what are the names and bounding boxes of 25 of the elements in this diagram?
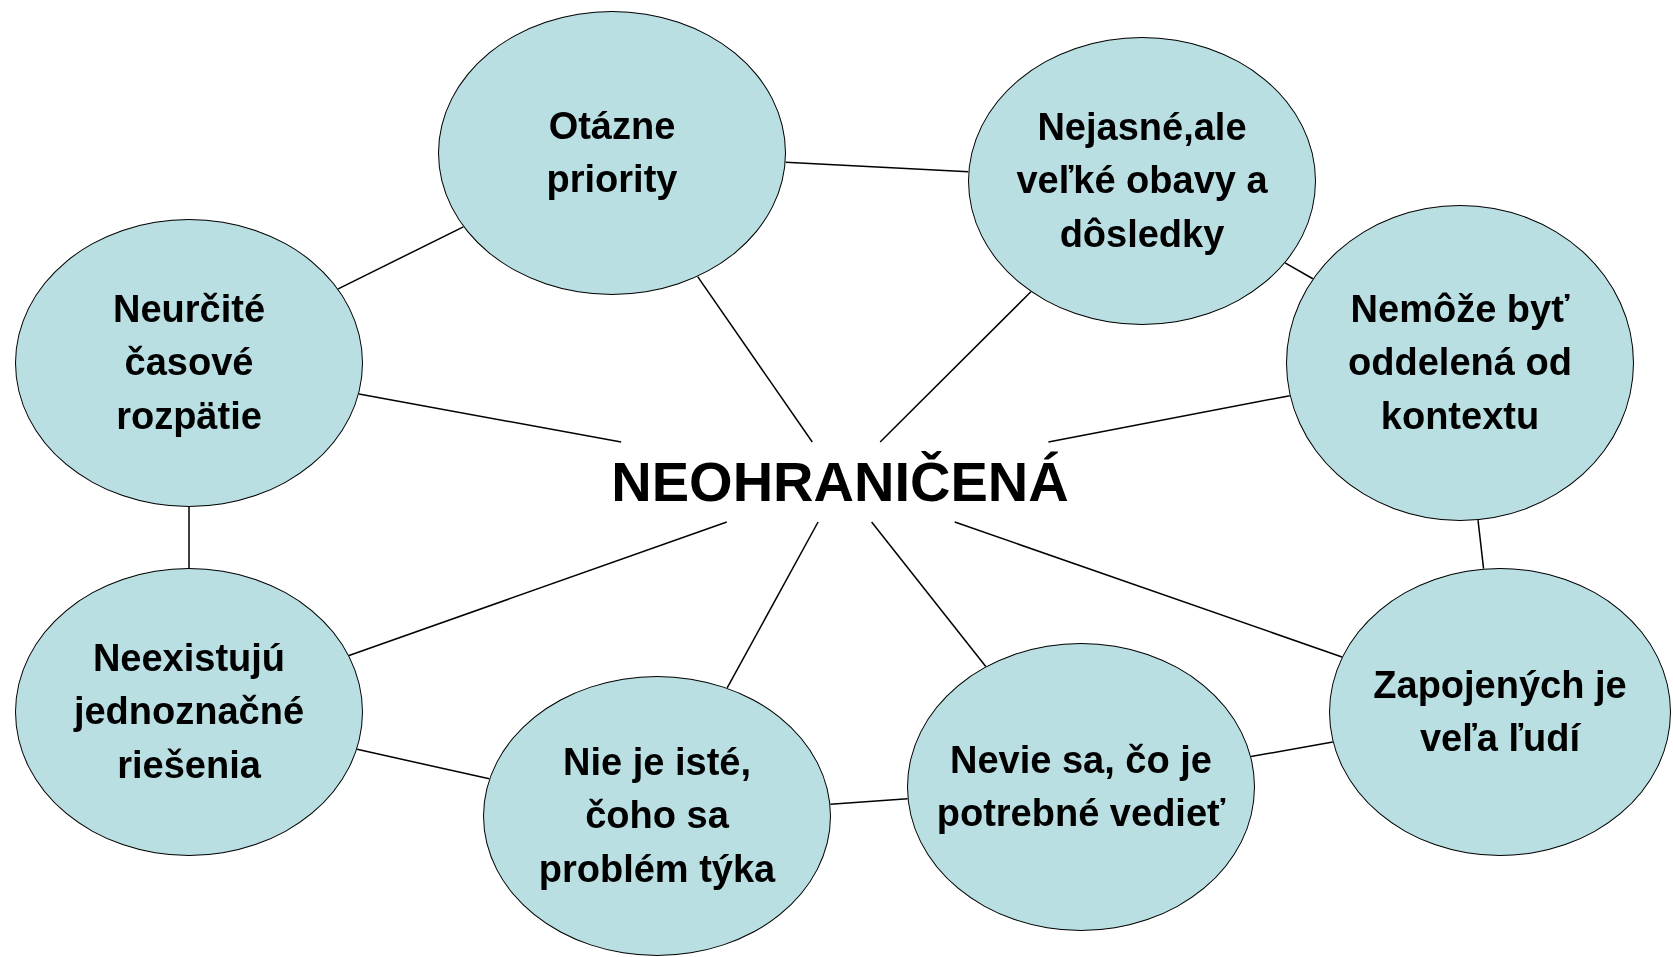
connector-line <box>870 521 987 668</box>
connector-line <box>726 521 819 689</box>
connector-line <box>1250 741 1334 758</box>
connector-line <box>829 798 909 805</box>
node-label: NEOHRANIČENÁ <box>611 448 1069 515</box>
node-label: Nie je isté, čoho sa problém týka <box>537 740 777 892</box>
connector-line <box>337 226 465 290</box>
node-label: Nevie sa, čo je potrebné vedieť <box>935 737 1227 836</box>
node-label: Neexistujú jednoznačné riešenia <box>72 636 306 788</box>
connector-line <box>1047 394 1291 443</box>
node-label: Nemôže byť oddelená od kontextu <box>1347 287 1573 439</box>
connector-line <box>356 748 491 780</box>
connector-line <box>358 393 622 443</box>
node-label: Otázne priority <box>545 103 679 202</box>
connector-line <box>1477 519 1485 570</box>
node-label: Zapojených je veľa ľudí <box>1372 662 1628 761</box>
connector-line <box>1284 262 1314 280</box>
connector-line <box>879 291 1032 443</box>
connector-line <box>784 161 970 173</box>
node-label: Neurčité časové rozpätie <box>111 287 267 439</box>
connector-line <box>696 275 814 443</box>
connector-line <box>954 521 1343 658</box>
node-label: Nejasné,ale veľké obavy a dôsledky <box>1015 105 1269 257</box>
connector-line <box>348 521 728 657</box>
connector-line <box>188 506 190 569</box>
